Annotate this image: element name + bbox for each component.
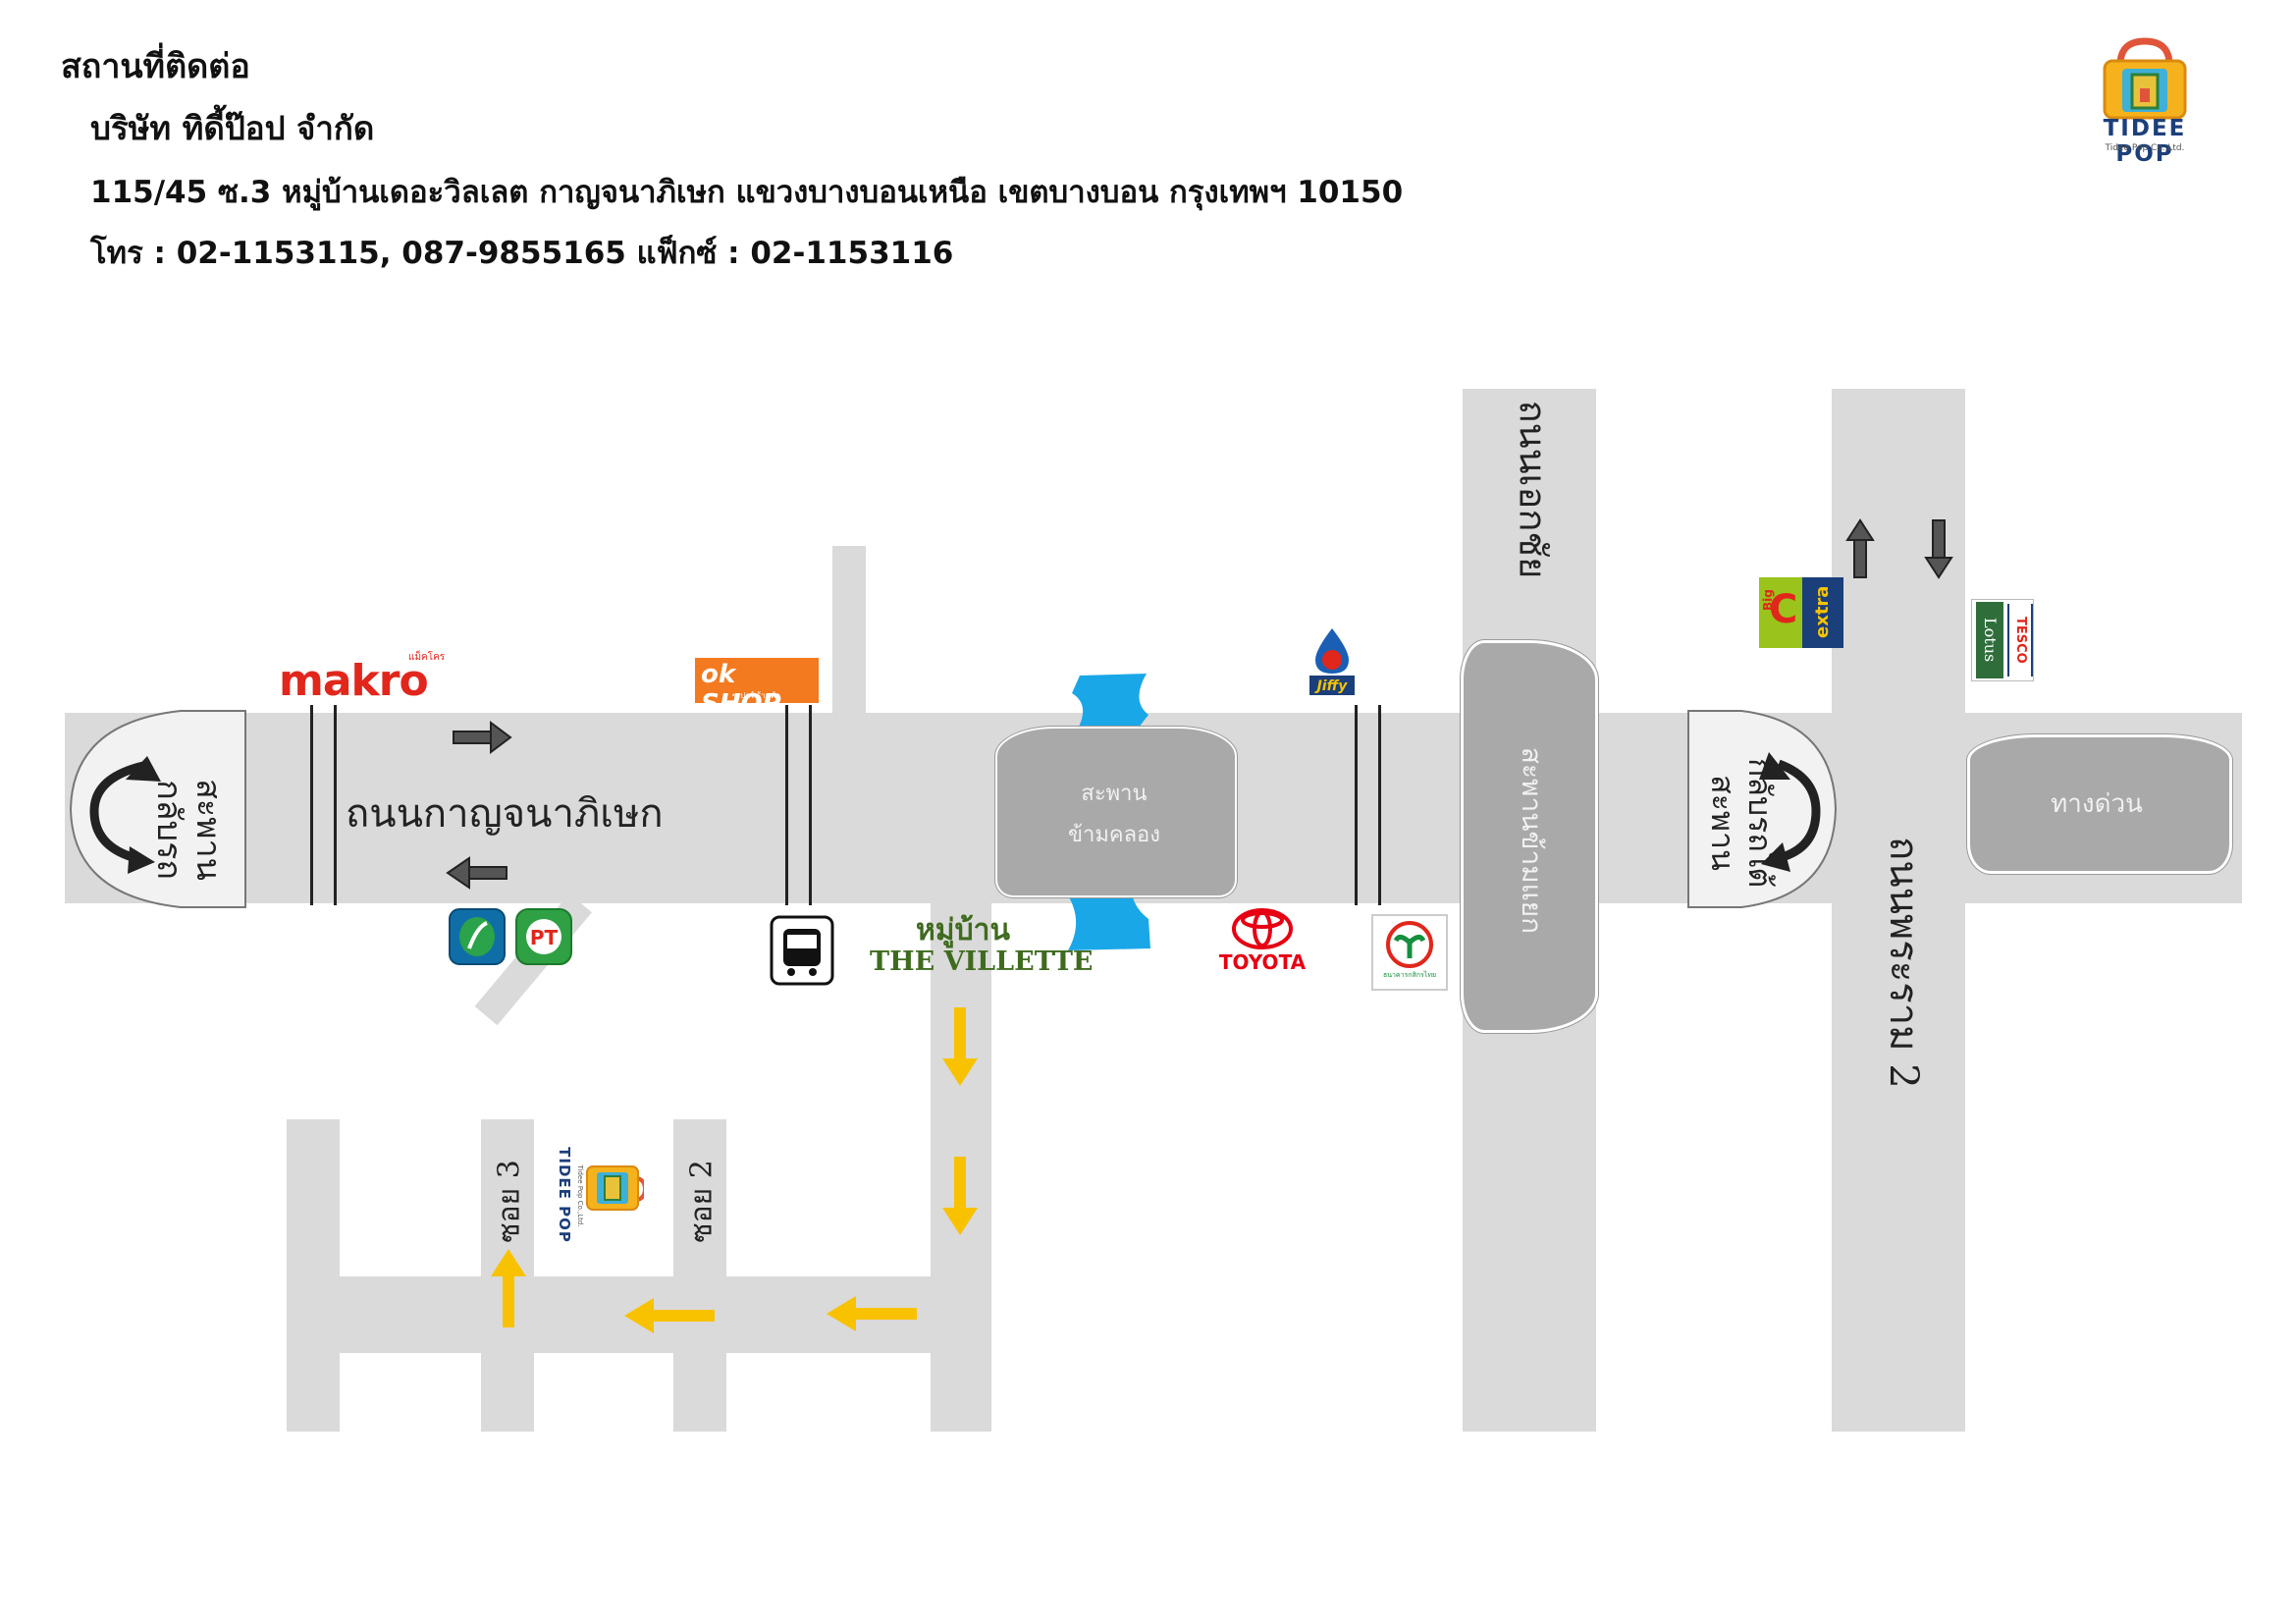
arrow-up-icon <box>1845 518 1875 578</box>
tidee-pop-destination: TIDEE POP Tidee Pop Co.,Ltd. <box>546 1143 644 1251</box>
marker-3a <box>1355 705 1358 905</box>
company-name: บริษัท ทิดี้ป๊อป จำกัด <box>90 109 375 147</box>
bus-stop-icon <box>770 915 834 986</box>
kasikorn-bank-icon <box>1371 914 1448 991</box>
okshop-logo-text: ok SHOP <box>701 660 781 719</box>
tidee-pop-destination-name: TIDEE POP <box>556 1147 573 1243</box>
tidee-pop-destination-sub: Tidee Pop Co.,Ltd. <box>576 1164 584 1227</box>
uturn-bridge-left <box>69 710 246 908</box>
road-soi2 <box>673 1119 726 1432</box>
bigc-logo-extra: extra <box>1812 585 1833 638</box>
road-soi3-label: ซอย 3 <box>492 1160 527 1243</box>
makro-logo: makro แม็คโคร <box>279 650 455 709</box>
road-soi2-label: ซอย 2 <box>684 1160 720 1243</box>
company-contact: โทร : 02-1153115, 087-9855165 แฟ็กซ์ : 0… <box>90 236 954 271</box>
uturn-bridge-left-label: สะพานกลับรถ <box>149 779 228 881</box>
road-soi-west <box>287 1119 340 1432</box>
marker-1a <box>310 705 313 905</box>
lotus-logo-text: Lotus <box>1976 602 2003 678</box>
road-ekachai-label: ถนนเอกชัย <box>1511 400 1555 579</box>
road-spur-north <box>832 546 866 715</box>
villette-label-th: หมู่บ้าน <box>916 913 1010 947</box>
marker-2a <box>785 705 788 905</box>
arrow-down-icon <box>1924 519 1953 579</box>
yellow-arrow-down-2-icon <box>942 1157 978 1235</box>
canal-water-top <box>1072 674 1148 732</box>
tesco-lotus-logo: Lotus TESCO <box>1971 599 2034 681</box>
jiffy-gas-icon: Jiffy <box>1309 628 1355 695</box>
makro-logo-sub: แม็คโคร <box>408 652 446 663</box>
marker-2b <box>809 705 812 905</box>
bigc-extra-logo: Big C extra <box>1759 577 1843 648</box>
tidee-pop-destination-bag-icon <box>586 1165 644 1211</box>
okshop-logo: ok SHOP ซูเปอร์ ร้านค้า <box>695 658 819 719</box>
road-rama2-label: ถนนพระราม 2 <box>1881 837 1926 1089</box>
villette-label-en: THE VILLETTE <box>870 947 1094 977</box>
expressway <box>1967 734 2232 874</box>
road-kanchanaphisek-label: ถนนกาญจนาภิเษก <box>346 791 664 837</box>
expressway-label: ทางด่วน <box>2051 789 2143 819</box>
tidee-pop-logo-sub: Tidee Pop Co.,Ltd. <box>2105 143 2185 153</box>
tidee-pop-bag-icon <box>2103 37 2187 120</box>
pt-gas-icon-text: PT <box>530 926 559 949</box>
canal-bridge-label-2: ข้ามคลอง <box>1067 823 1161 847</box>
uturn-bridge-right <box>1687 710 1838 908</box>
makro-logo-text: makro <box>279 656 429 706</box>
kasikorn-bank-caption: ธนาคารกสิกรไทย <box>1382 971 1437 979</box>
uturn-bridge-right-label: กลับรถใต้สะพาน <box>1704 757 1779 889</box>
yellow-arrow-left-2-icon <box>624 1298 715 1333</box>
yellow-arrow-left-1-icon <box>827 1296 917 1331</box>
tidee-pop-logo: TIDEE POP Tidee Pop Co.,Ltd. <box>2071 35 2218 167</box>
pt-gas-icon: PT <box>515 908 572 965</box>
yellow-arrow-up-icon <box>491 1249 526 1327</box>
page-title: สถานที่ติดต่อ <box>61 47 250 86</box>
arrow-left-icon <box>446 856 507 890</box>
toyota-logo-text: TOYOTA <box>1218 950 1307 974</box>
marker-3b <box>1378 705 1381 905</box>
flyover-bridge-label: สะพานข้ามแยก <box>1516 746 1548 935</box>
okshop-logo-sub: ซูเปอร์ ร้านค้า <box>732 691 780 700</box>
canal-bridge <box>995 727 1237 897</box>
tesco-logo-text: TESCO <box>2007 604 2033 677</box>
company-address: 115/45 ซ.3 หมู่บ้านเดอะวิลเลต กาญจนาภิเษ… <box>90 175 1404 210</box>
toyota-logo-icon <box>1232 908 1293 949</box>
yellow-arrow-down-1-icon <box>942 1007 978 1086</box>
tidee-pop-logo-name: TIDEE POP <box>2103 116 2187 167</box>
bigc-logo-c: C <box>1769 587 1798 632</box>
arrow-right-icon <box>453 721 512 754</box>
canal-bridge-label-1: สะพาน <box>1081 782 1148 806</box>
bangchak-gas-icon <box>449 908 506 965</box>
flyover-bridge <box>1461 640 1598 1033</box>
jiffy-gas-icon-text: Jiffy <box>1314 678 1349 694</box>
marker-1b <box>334 705 337 905</box>
